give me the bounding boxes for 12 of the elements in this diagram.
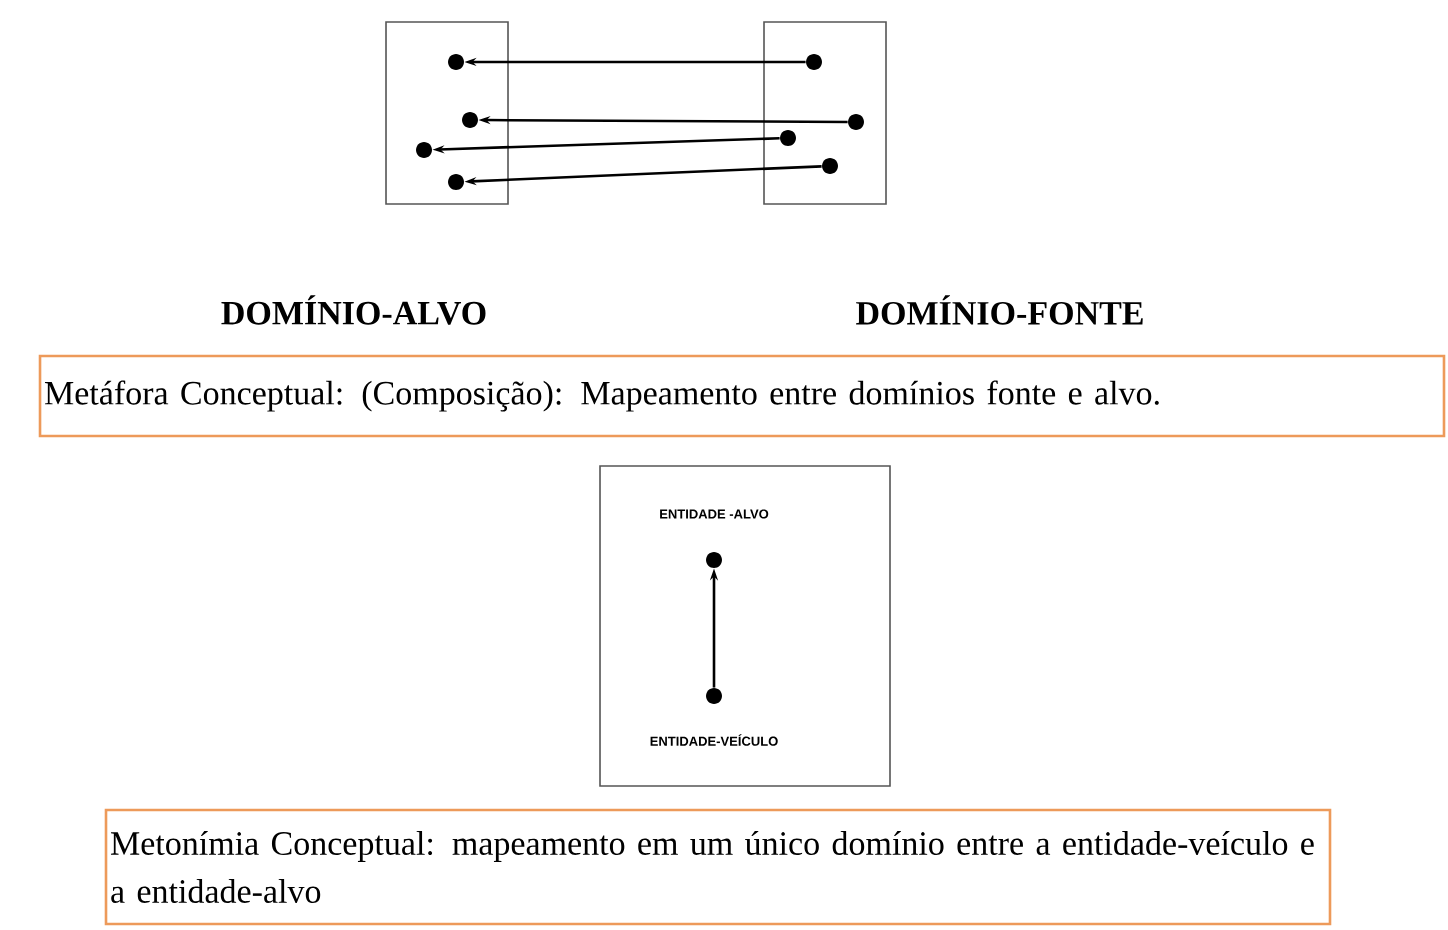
domain-label: DOMÍNIO-FONTE — [856, 295, 1143, 325]
dot — [780, 130, 796, 146]
caption-box: Metonímia Conceptual: mapeamento em um único domínio entre a entidade-veículo e a entidade-alvo — [104, 808, 1332, 926]
domain-box — [599, 465, 891, 787]
domain-box — [763, 21, 887, 205]
domain-label: DOMÍNIO-ALVO — [221, 295, 486, 325]
domain-box — [385, 21, 509, 205]
caption-box: Metáfora Conceptual: (Composição): Mapeamento entre domínios fonte e alvo. — [38, 354, 1446, 438]
dot — [848, 114, 864, 130]
dot — [822, 158, 838, 174]
dot — [806, 54, 822, 70]
dot — [706, 688, 722, 704]
